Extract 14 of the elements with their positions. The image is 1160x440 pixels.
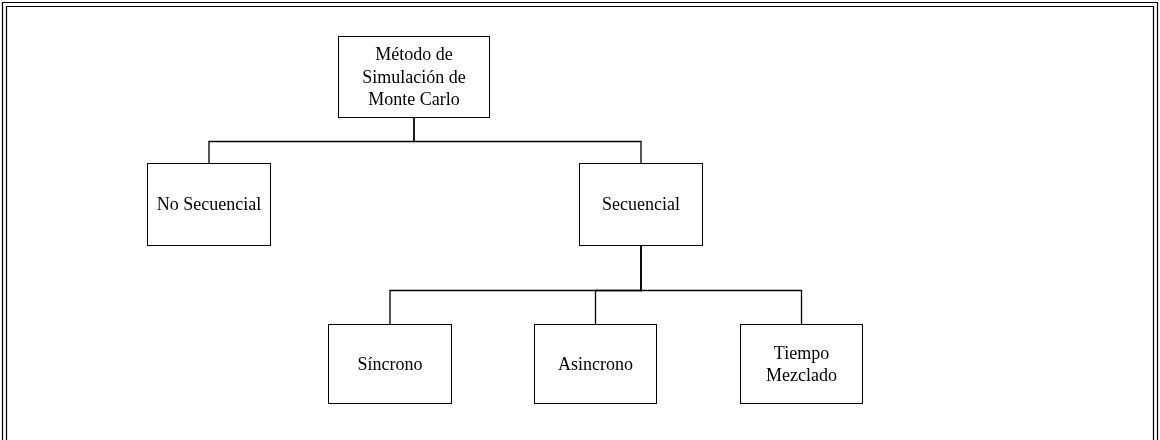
node-label: Asincrono [558, 352, 633, 376]
process-box [579, 163, 703, 246]
process-box [147, 163, 271, 246]
process-box [328, 324, 452, 404]
process-box [740, 324, 863, 404]
node-label: Método de Simulación de Monte Carlo [361, 43, 467, 111]
node-label: Síncrono [357, 352, 423, 376]
node-label: No Secuencial [156, 193, 262, 216]
node-label: Secuencial [602, 193, 680, 216]
process-box [338, 36, 490, 118]
node-label: Tiempo Mezclado [765, 341, 838, 387]
connector-line [640, 245, 803, 325]
process-box [534, 324, 657, 404]
connector-line [413, 117, 642, 164]
